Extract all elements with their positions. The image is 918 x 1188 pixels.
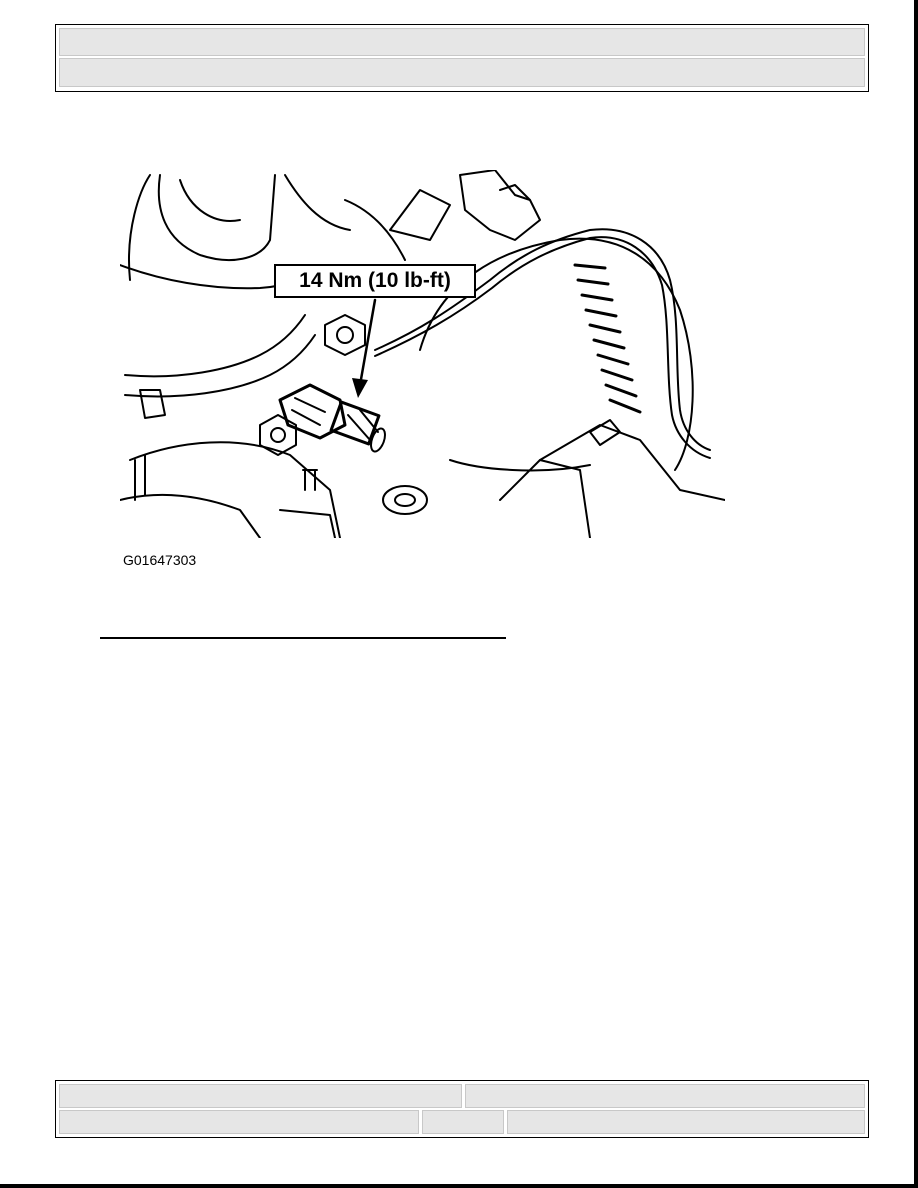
- engine-line-drawing: [120, 170, 725, 538]
- wire-harness: [374, 228, 711, 451]
- page-header: [55, 24, 869, 92]
- footer-cell-bottom-middle: [422, 1110, 504, 1134]
- bolt-lower: [382, 485, 428, 515]
- housing-cover: [157, 174, 276, 261]
- footer-cell-top-left: [59, 1084, 462, 1108]
- figure-id: G01647303: [123, 552, 197, 568]
- sensor-connector: [459, 170, 541, 241]
- arrow-head: [352, 378, 368, 398]
- section-divider: [100, 637, 506, 639]
- lower-casting: [539, 424, 725, 501]
- bolt-left: [259, 414, 297, 456]
- header-subtitle-bar: [59, 58, 865, 87]
- footer-cell-bottom-right: [507, 1110, 865, 1134]
- connector-body: [389, 189, 451, 241]
- pressure-sensor: [278, 383, 386, 453]
- engine-illustration: [120, 170, 725, 538]
- torque-callout: 14 Nm (10 lb-ft): [274, 264, 476, 298]
- footer-cell-top-right: [465, 1084, 865, 1108]
- housing-edge-left: [128, 174, 151, 281]
- callout-leader: [358, 298, 377, 387]
- pipe-lower: [124, 334, 316, 398]
- header-title-bar: [59, 28, 865, 56]
- page-footer: [55, 1080, 869, 1138]
- bracket-left: [139, 389, 166, 419]
- footer-cell-bottom-left: [59, 1110, 419, 1134]
- cylinder-ridges: [573, 263, 642, 414]
- bolt-top: [324, 314, 366, 356]
- pipe-upper: [124, 314, 306, 378]
